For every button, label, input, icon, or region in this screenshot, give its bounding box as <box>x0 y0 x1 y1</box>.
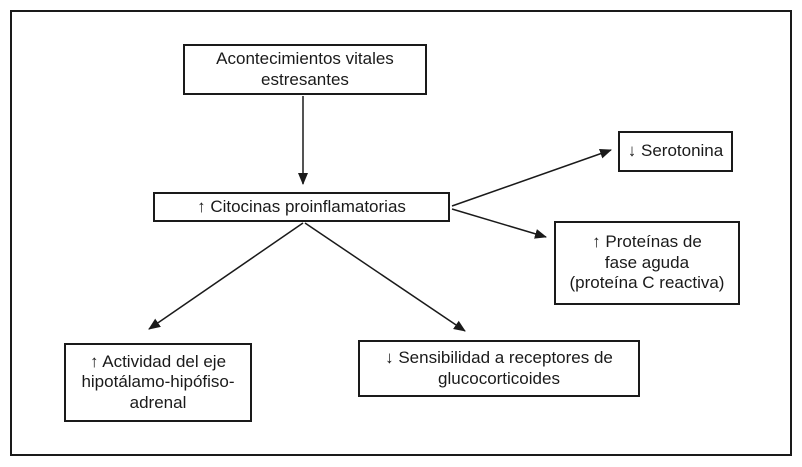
arrow-cytokines-to-acute-phase <box>451 208 547 239</box>
node-serotonin: ↓ Serotonina <box>618 131 733 172</box>
diagram-border <box>10 10 792 456</box>
node-acute-phase-proteins: ↑ Proteínas de fase aguda (proteína C re… <box>554 221 740 305</box>
node-proinflammatory-cytokines: ↑ Citocinas proinflamatorias <box>153 192 450 222</box>
arrow-cytokines-to-hpa-axis <box>148 222 304 330</box>
arrow-cytokines-to-serotonin <box>451 148 612 207</box>
node-stressful-life-events: Acontecimientos vitales estresantes <box>183 44 427 95</box>
node-hpa-axis-activity: ↑ Actividad del eje hipotálamo-hipófiso-… <box>64 343 252 422</box>
arrow-cytokines-to-glucocorticoid <box>304 222 466 332</box>
node-glucocorticoid-receptor-sensitivity: ↓ Sensibilidad a receptores de glucocort… <box>358 340 640 397</box>
